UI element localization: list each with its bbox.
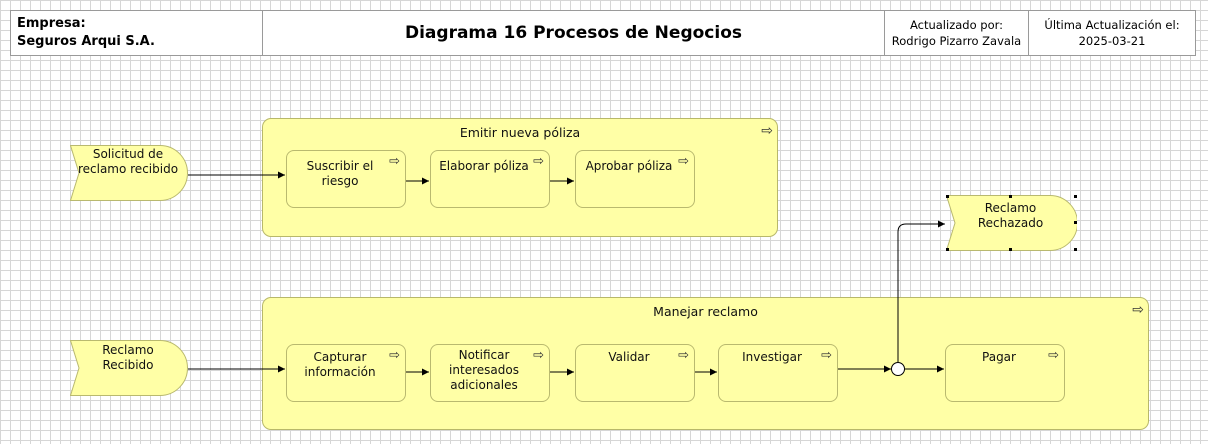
event-label: Reclamo Recibido	[102, 343, 154, 372]
task-label: Elaborar póliza	[439, 159, 529, 173]
updated-by-label: Actualizado por:	[909, 18, 1004, 32]
event-shape	[70, 145, 188, 201]
event-shape	[70, 340, 188, 396]
event-reclamo-rechazado[interactable]: Reclamo Rechazado	[946, 195, 1077, 251]
process-arrow-icon: ⇨	[1048, 348, 1059, 363]
task-label: Pagar	[982, 350, 1016, 364]
process-arrow-icon: ⇨	[761, 123, 773, 139]
process-arrow-icon: ⇨	[1132, 302, 1144, 318]
task-label: Notificar interesados adicionales	[449, 348, 519, 392]
event-label: Solicitud de reclamo recibido	[77, 147, 179, 176]
task-aprobar-poliza[interactable]: Aprobar póliza ⇨	[575, 150, 695, 208]
event-reclamo-recibido[interactable]: Reclamo Recibido	[70, 340, 188, 396]
last-update-label: Última Actualización el:	[1044, 18, 1180, 32]
task-label: Validar	[608, 350, 650, 364]
company-name: Seguros Arqui S.A.	[17, 34, 155, 49]
event-label: Reclamo Rechazado	[977, 201, 1044, 230]
gateway-junction[interactable]	[891, 362, 905, 376]
process-arrow-icon: ⇨	[533, 154, 544, 169]
event-shape	[946, 195, 1077, 251]
diagram-title: Diagrama 16 Procesos de Negocios	[263, 11, 885, 55]
task-label: Capturar información	[304, 350, 376, 379]
updated-by-value: Rodrigo Pizarro Zavala	[891, 34, 1022, 48]
process-arrow-icon: ⇨	[678, 348, 689, 363]
task-investigar[interactable]: Investigar ⇨	[718, 344, 838, 402]
process-arrow-icon: ⇨	[389, 154, 400, 169]
last-update-cell: Última Actualización el: 2025-03-21	[1029, 11, 1195, 55]
diagram-header: Empresa: Seguros Arqui S.A. Diagrama 16 …	[10, 10, 1196, 56]
process-arrow-icon: ⇨	[678, 154, 689, 169]
task-label: Aprobar póliza	[585, 159, 673, 173]
company-cell: Empresa: Seguros Arqui S.A.	[11, 11, 263, 55]
task-label: Suscribir el riesgo	[306, 159, 374, 188]
task-suscribir-el-riesgo[interactable]: Suscribir el riesgo ⇨	[286, 150, 406, 208]
group-title: Manejar reclamo	[653, 304, 758, 319]
event-solicitud-de-reclamo[interactable]: Solicitud de reclamo recibido	[70, 145, 188, 201]
updated-by-cell: Actualizado por: Rodrigo Pizarro Zavala	[885, 11, 1029, 55]
process-arrow-icon: ⇨	[533, 348, 544, 363]
process-arrow-icon: ⇨	[389, 348, 400, 363]
task-label: Investigar	[742, 350, 802, 364]
connector-gateway-rechazado	[897, 220, 945, 362]
task-validar[interactable]: Validar ⇨	[575, 344, 695, 402]
company-label: Empresa:	[17, 16, 86, 31]
group-title: Emitir nueva póliza	[459, 125, 581, 140]
task-notificar-interesados[interactable]: Notificar interesados adicionales ⇨	[430, 344, 550, 402]
task-pagar[interactable]: Pagar ⇨	[945, 344, 1065, 402]
process-arrow-icon: ⇨	[821, 348, 832, 363]
task-elaborar-poliza[interactable]: Elaborar póliza ⇨	[430, 150, 550, 208]
task-capturar-informacion[interactable]: Capturar información ⇨	[286, 344, 406, 402]
last-update-value: 2025-03-21	[1078, 34, 1146, 48]
